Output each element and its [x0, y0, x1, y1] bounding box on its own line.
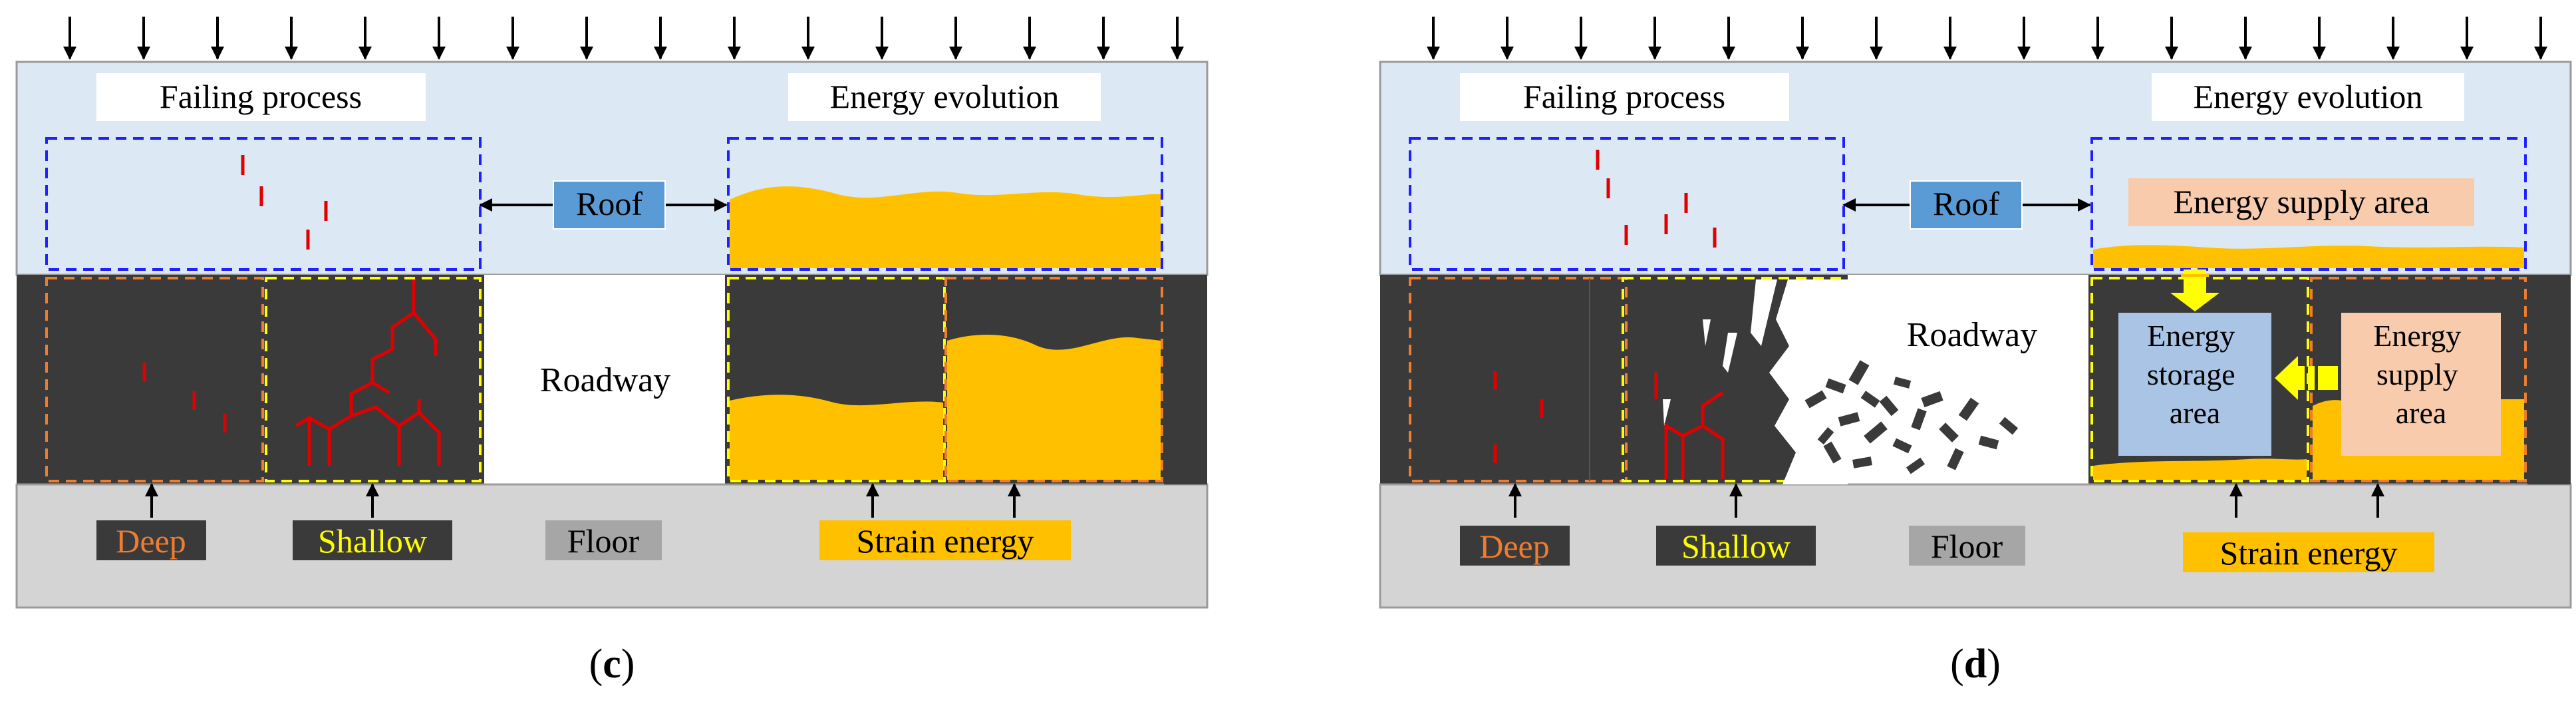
floor-label: Floor	[567, 522, 640, 560]
debris-block	[1879, 395, 1899, 417]
failing-title: Failing process	[160, 78, 362, 115]
failing-title-box	[96, 73, 426, 121]
roof-label: Roof	[576, 185, 643, 222]
deep-label: Deep	[116, 522, 186, 560]
debris-block	[1911, 408, 1927, 431]
roof-label-box	[553, 180, 666, 230]
roof-label-box	[1910, 180, 2023, 230]
roof-energy-fill	[730, 186, 1161, 268]
debris-block	[1852, 456, 1872, 468]
debris-block	[1892, 438, 1912, 454]
energy-roof-box	[727, 137, 1163, 271]
energy-title: Energy evolution	[2194, 78, 2423, 115]
debris-block	[1804, 390, 1827, 409]
strain-label-box	[2183, 532, 2434, 572]
coal-right-edge	[1164, 275, 1207, 484]
deep-energy-fill	[947, 334, 1161, 480]
down-arrow-icon	[2170, 269, 2219, 311]
shallow-cracks	[1654, 373, 1725, 479]
roof-cracks	[1596, 150, 1717, 248]
floor-label: Floor	[1931, 528, 2003, 565]
debris-block	[1906, 457, 1926, 474]
storage-energy-fill	[2093, 458, 2307, 480]
deep-cracks	[142, 363, 227, 433]
deep-label-box	[1460, 526, 1570, 566]
shallow-zone-box	[1622, 277, 1847, 482]
debris-block	[1978, 435, 1999, 450]
deep-zone-box	[1409, 277, 1628, 482]
panel-d: Failing process Energy evolution Energy …	[1379, 17, 2572, 687]
strain-label: Strain energy	[2219, 534, 2397, 572]
left-arrow-icon	[2275, 356, 2338, 400]
energy-title-box	[788, 73, 1101, 121]
strain-label-box	[819, 520, 1071, 560]
debris-block	[1860, 391, 1880, 408]
roadway-opening	[484, 275, 725, 484]
debris-block	[1958, 397, 1979, 421]
panel-c: Failing process Energy evolution Roof	[15, 17, 1209, 687]
supply-side-box	[2341, 313, 2501, 456]
debris-block	[1947, 448, 1964, 470]
debris-block	[1817, 427, 1834, 445]
shallow-energy-fill	[730, 395, 943, 480]
debris-block	[1825, 378, 1846, 394]
debris-block	[1921, 391, 1943, 408]
shallow-zone-box	[265, 277, 482, 482]
storage-box	[2118, 313, 2271, 456]
load-arrows-d	[1427, 17, 2547, 60]
debris-block	[1893, 377, 1912, 389]
panel-caption: (d)	[1950, 641, 2001, 687]
supply-top-box	[2128, 178, 2474, 226]
failing-roof-box	[1409, 137, 1845, 271]
shallow-label-box	[1656, 526, 1816, 566]
floor-label-box	[1909, 526, 2025, 566]
failing-roof-box	[45, 137, 482, 271]
deep-zone-box	[45, 277, 264, 482]
roadway-label: Roadway	[1907, 316, 2037, 354]
shallow-cracks	[295, 279, 441, 466]
energy-title: Energy evolution	[830, 78, 1060, 115]
debris-blocks	[1804, 360, 2019, 474]
debris-block	[1864, 421, 1888, 444]
floor-label-box	[545, 520, 662, 560]
debris-block	[1999, 417, 2019, 435]
shallow-label-box	[293, 520, 452, 560]
debris-block	[1939, 423, 1959, 442]
shallow-label: Shallow	[1681, 528, 1790, 565]
roadway-label: Roadway	[540, 361, 670, 399]
debris-block	[1848, 360, 1870, 385]
roof-label: Roof	[1933, 185, 1999, 222]
deep-label-box	[96, 520, 206, 560]
shallow-label: Shallow	[318, 522, 427, 560]
deep-cracks	[1493, 371, 1544, 463]
supply-top-label: Energy supply area	[2173, 183, 2429, 220]
roadway-opening	[1848, 275, 2088, 484]
roof-cracks	[241, 155, 328, 250]
debris-block	[1823, 441, 1842, 464]
failing-title: Failing process	[1523, 78, 1725, 115]
energy-title-box	[2152, 73, 2464, 121]
storage-label: Energy storage area	[2147, 319, 2243, 430]
roof-energy-fill	[2093, 245, 2524, 268]
load-arrows-c	[63, 17, 1184, 60]
deep-label: Deep	[1479, 528, 1550, 565]
failing-title-box	[1460, 73, 1789, 121]
energy-deep-box	[944, 277, 1163, 482]
supply-side-label: Energy supply area	[2373, 319, 2469, 430]
debris-block	[1838, 412, 1860, 427]
energy-roof-box	[2090, 137, 2527, 271]
panel-caption: (c)	[589, 641, 635, 687]
coal-right-edge	[2527, 275, 2571, 484]
strain-label: Strain energy	[856, 522, 1034, 560]
